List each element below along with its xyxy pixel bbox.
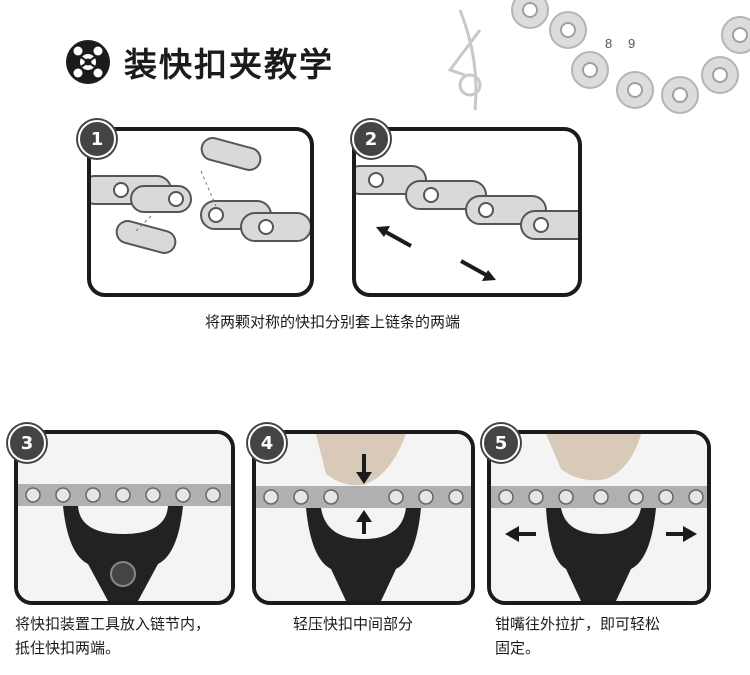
step-3-caption-line-2: 抵住快扣两端。 xyxy=(15,639,121,657)
step-5-caption: 钳嘴往外拉扩，即可轻松 固定。 xyxy=(495,612,725,660)
step-4-panel xyxy=(252,430,475,605)
step-3-caption-line-1: 将快扣装置工具放入链节内， xyxy=(15,615,211,633)
step-3-badge: 3 xyxy=(8,424,46,462)
pliers-opened-photo xyxy=(491,434,707,601)
step-1-badge: 1 xyxy=(78,120,116,158)
arrow-down-icon xyxy=(356,454,372,484)
page-number-right: 9 xyxy=(628,36,635,51)
tool-placed-on-chain-photo xyxy=(18,434,231,601)
step-5-caption-line-2: 固定。 xyxy=(495,639,541,657)
step-5-panel xyxy=(487,430,711,605)
step-4-badge: 4 xyxy=(248,424,286,462)
decorative-chain-illustration: 8 9 xyxy=(447,0,750,114)
step-1-panel xyxy=(87,127,314,297)
chain-links-assembled-illustration xyxy=(356,165,578,281)
title-block: 装快扣夹教学 xyxy=(66,38,334,86)
step-2-panel xyxy=(352,127,582,297)
step-3-caption: 将快扣装置工具放入链节内， 抵住快扣两端。 xyxy=(15,612,260,660)
step-5-caption-line-1: 钳嘴往外拉扩，即可轻松 xyxy=(495,615,661,633)
step-5-badge: 5 xyxy=(482,424,520,462)
chain-tool-logo-icon xyxy=(66,40,110,84)
top-caption: 将两颗对称的快扣分别套上链条的两端 xyxy=(205,313,461,331)
arrow-right-icon xyxy=(666,526,697,542)
arrow-left-up-icon xyxy=(376,226,412,248)
arrow-left-icon xyxy=(505,526,536,542)
page-number-left: 8 xyxy=(605,36,612,51)
arrow-right-down-icon xyxy=(460,259,496,281)
arrow-up-icon xyxy=(356,510,372,534)
step-2-badge: 2 xyxy=(352,120,390,158)
pressing-quick-link-photo xyxy=(256,434,471,601)
page-title: 装快扣夹教学 xyxy=(124,45,334,84)
chain-links-separated-illustration xyxy=(91,137,310,254)
step-3-panel xyxy=(14,430,235,605)
step-4-caption: 轻压快扣中间部分 xyxy=(293,612,413,636)
step-4-caption-line-1: 轻压快扣中间部分 xyxy=(293,615,414,633)
